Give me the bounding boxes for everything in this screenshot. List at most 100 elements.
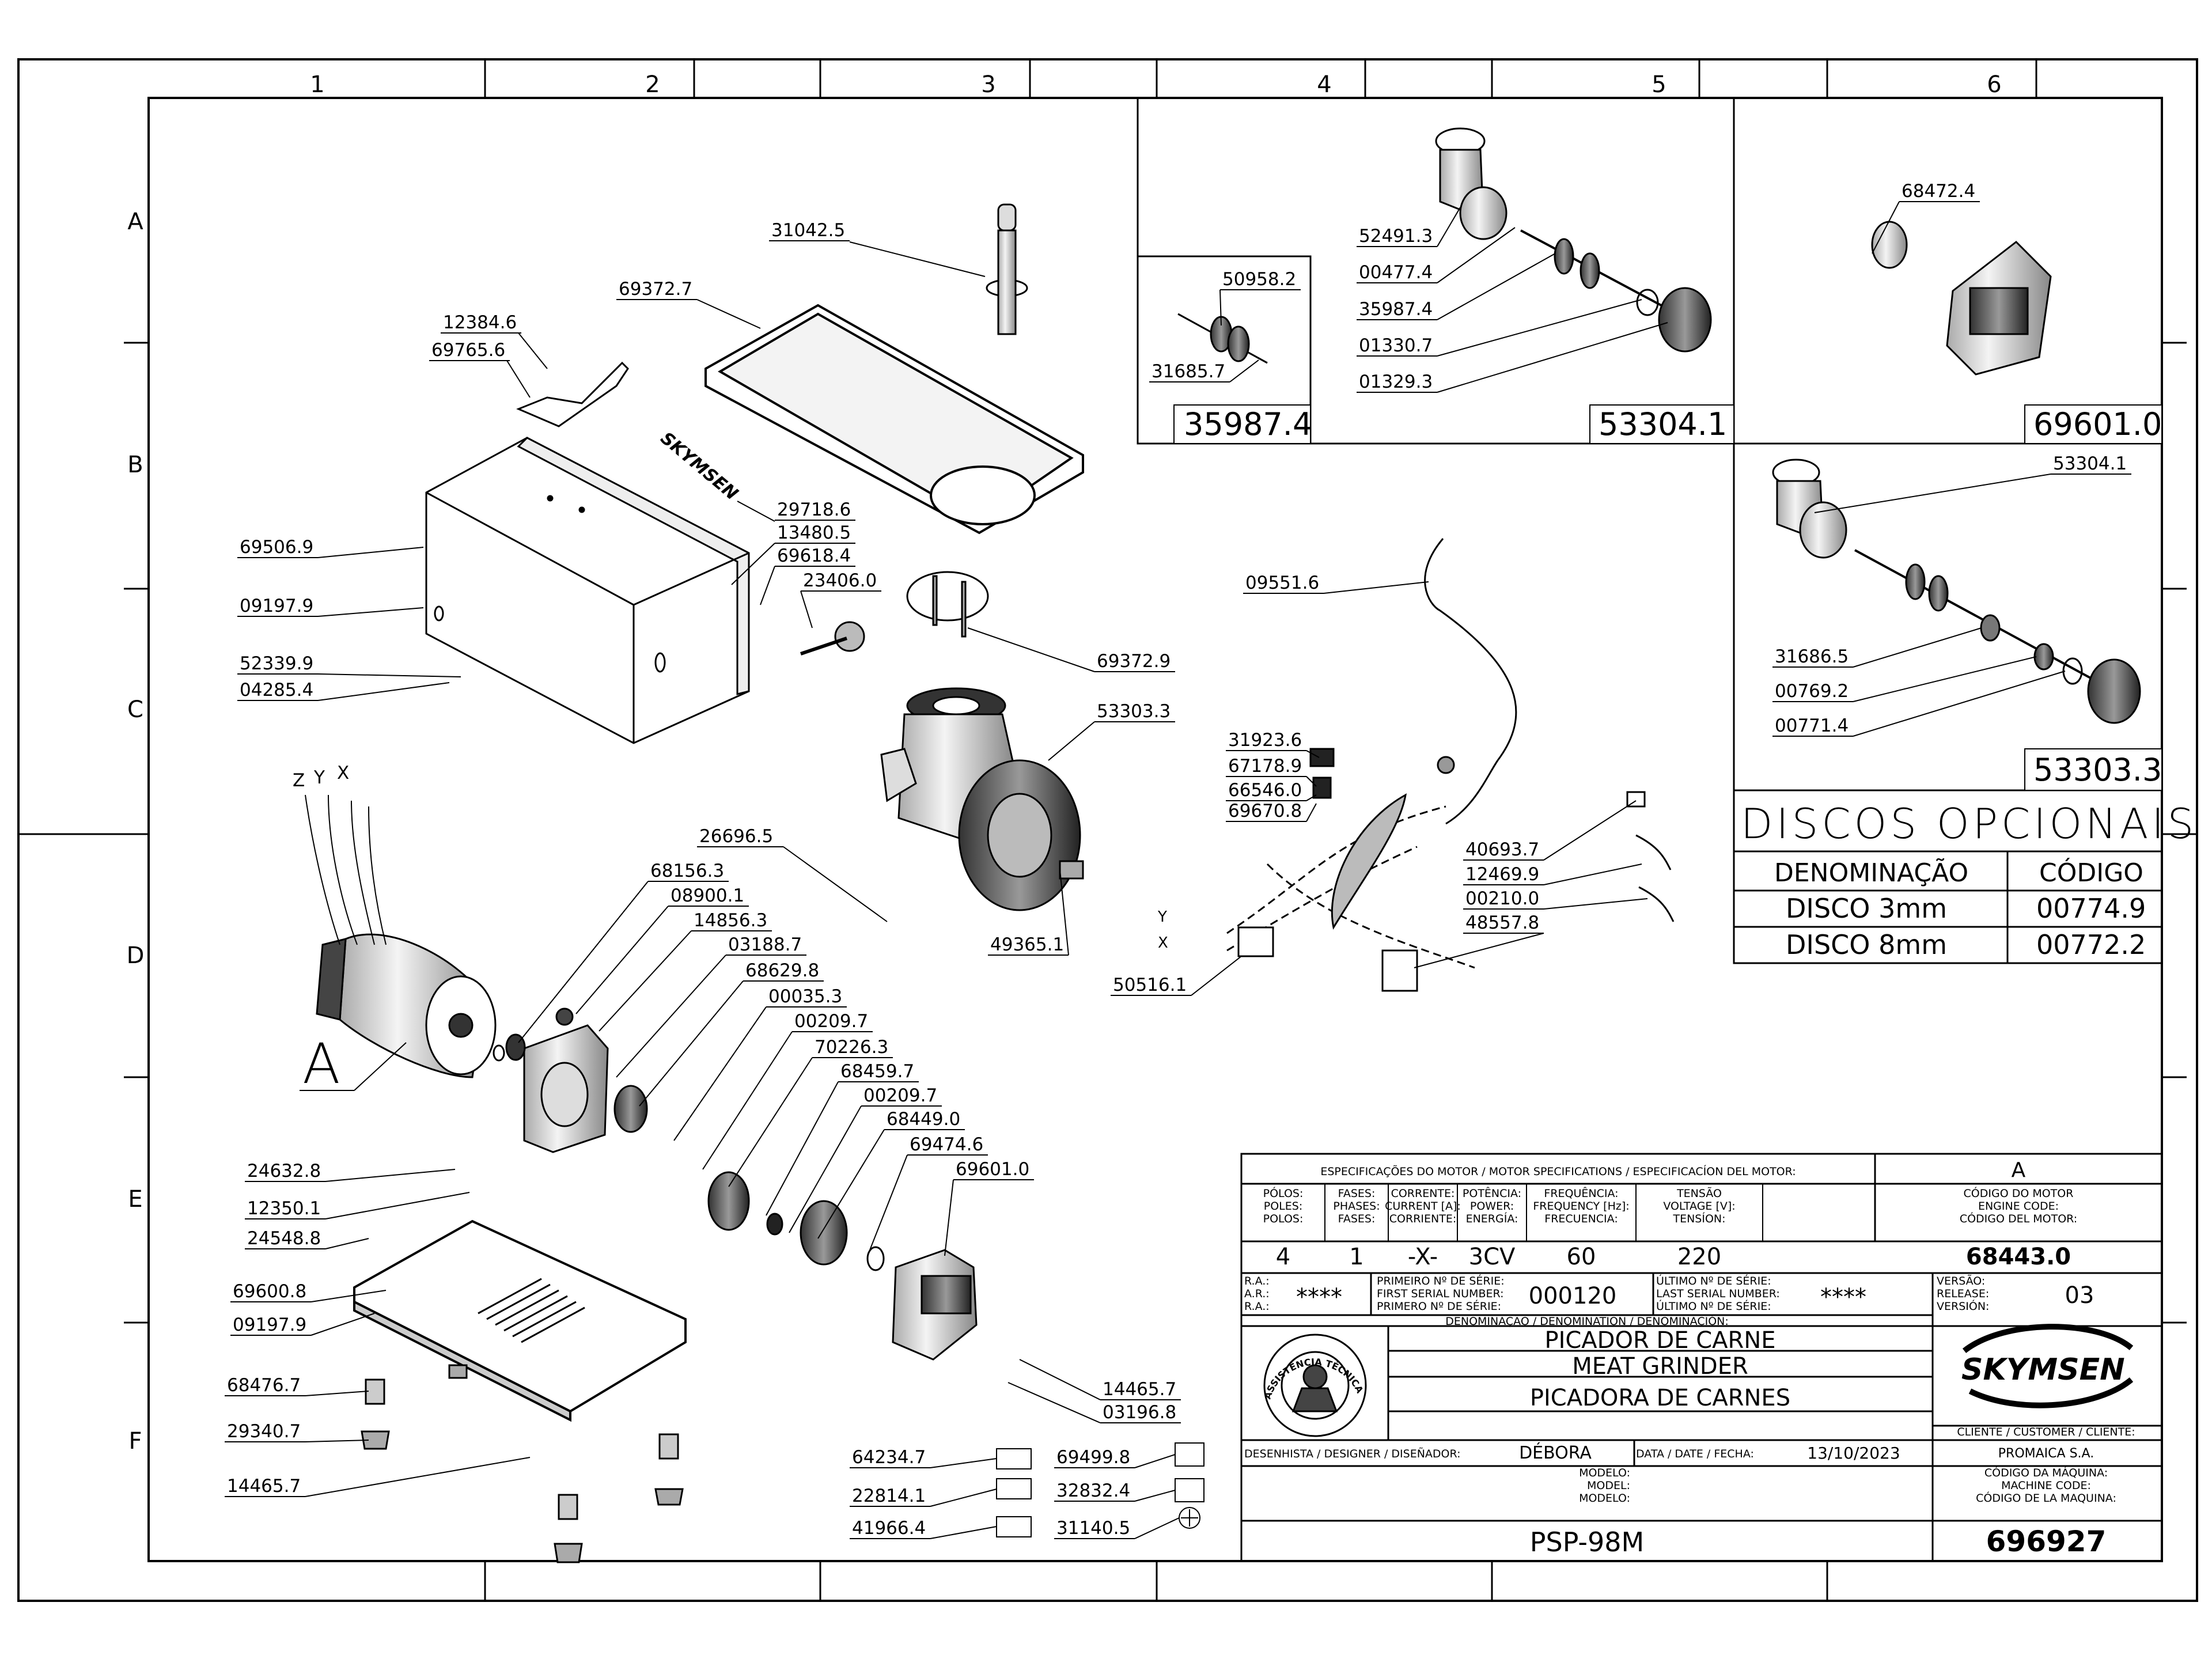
part-callout: 00769.2 [1772,656,2037,702]
part-callout: 68472.4 [1872,181,1980,254]
callout-label: 00210.0 [1465,888,1539,909]
ra-label: A.R.: [1244,1287,1270,1300]
spec-header: POLOS: [1263,1213,1304,1225]
callout-label: 26696.5 [699,826,773,847]
part-callout: 13480.5 [731,522,855,585]
grid-column-label: 1 [310,71,324,98]
spec-header: VOLTAGE [V]: [1663,1200,1735,1213]
spec-header: TENSÍON: [1672,1212,1725,1225]
grid-row-label: B [127,452,143,478]
spec-value: 60 [1567,1244,1596,1270]
part-callout: 41966.4 [850,1518,997,1539]
svg-text:A: A [302,1032,340,1096]
svg-text:53304.1: 53304.1 [1599,406,1727,442]
base-plate-drawing [353,1219,687,1422]
part-callout: 66546.0 [1226,780,1317,801]
discs-title: DISCOS OPCIONAIS [1741,800,2197,848]
part-callout: 31923.6 [1226,730,1320,758]
spec-header: TENSÃO [1676,1187,1722,1200]
callout-label: 48557.8 [1465,912,1539,933]
callout-label: 14465.7 [227,1476,301,1497]
skymsen-logo: SKYMSEN [1961,1324,2134,1408]
callout-label: 22814.1 [852,1486,926,1506]
callout-label: 14465.7 [1103,1379,1176,1400]
callout-label: 08900.1 [671,885,744,906]
spec-header: PÓLOS: [1263,1186,1304,1200]
part-callout: 00035.3 [673,986,847,1141]
part-callout: 12384.6 [441,312,548,369]
motor-housing-drawing [425,437,750,744]
motor-letter: A [2012,1158,2026,1182]
svg-text:SKYMSEN: SKYMSEN [1961,1353,2125,1387]
spec-header: FREQUÊNCIA: [1544,1187,1618,1200]
bracket-drawing [516,361,629,427]
spec-header: PHASES: [1333,1200,1380,1213]
product-name: MEAT GRINDER [1572,1353,1748,1380]
spec-value: 3CV [1469,1244,1516,1270]
svg-text:69601.0: 69601.0 [2033,406,2162,442]
callout-label: 69474.6 [910,1134,983,1155]
labels-stickers-drawing [996,1442,1205,1537]
part-callout: 70226.3 [728,1037,893,1187]
svg-text:35987.4: 35987.4 [1184,406,1312,442]
callout-label: 67178.9 [1228,756,1302,777]
grid-column-label: 2 [645,71,660,98]
version: 03 [2065,1282,2094,1309]
last-serial-label: ÚLTIMO Nº DE SÉRIE: [1656,1274,1771,1287]
flange-drawing [892,1249,978,1361]
callout-label: 00035.3 [768,986,842,1007]
part-callout: 68459.7 [766,1061,919,1216]
callout-label: 68476.7 [227,1375,301,1396]
spec-value: -X- [1408,1244,1438,1270]
callout-label: 52491.3 [1359,226,1433,247]
part-callout: 49365.1 [988,869,1069,956]
part-callout: 69618.4 [760,546,855,605]
part-callout: 12350.1 [245,1192,470,1219]
part-callouts: 31042.569372.712384.669765.669506.909197… [225,181,2131,1539]
grid-column-label: 5 [1652,71,1666,98]
part-callout: 03196.8 [1007,1382,1181,1423]
callout-label: 70226.3 [815,1037,888,1058]
grid-row-label: C [127,696,143,723]
date-label: DATA / DATE / FECHA: [1636,1448,1754,1460]
callout-label: 69499.8 [1056,1447,1130,1468]
last-serial: **** [1820,1284,1866,1310]
callout-label: 41966.4 [852,1518,926,1539]
optional-discs-table: DISCOS OPCIONAIS DENOMINAÇÃO CÓDIGO DISC… [1741,800,2197,960]
detail-53304-drawing [1435,127,1712,353]
callout-label: 53304.1 [2053,453,2127,474]
callout-label: 29718.6 [777,499,851,520]
callout-label: 68449.0 [887,1109,960,1130]
spec-value: 220 [1677,1244,1721,1270]
part-callout: 69765.6 [429,340,531,398]
part-callout: 68629.8 [639,960,824,1107]
callout-label: 00771.4 [1775,715,1849,736]
callout-label: 12384.6 [443,312,517,333]
first-serial: 000120 [1529,1283,1617,1309]
callout-label: 69372.7 [619,279,692,300]
callout-label: 69372.9 [1097,651,1171,672]
part-callout: 00771.4 [1772,671,2066,737]
detail-marker-a: A [302,1032,340,1096]
callout-label: 01329.3 [1359,372,1433,392]
callout-label: 69600.8 [233,1281,306,1302]
part-callout: 68449.0 [817,1109,965,1239]
ra-label: R.A.: [1244,1300,1270,1313]
spec-value: 4 [1276,1244,1290,1270]
assembly-code-text: 35987.4 53304.1 69601.0 53303.3 [1184,406,2162,788]
part-callout: 31685.7 [1149,359,1259,382]
part-callout: 22814.1 [850,1486,997,1507]
part-callout: 14465.7 [1019,1359,1181,1400]
part-callout: 24632.8 [245,1161,456,1182]
callout-label: 50516.1 [1113,975,1187,995]
part-callout: 24548.8 [245,1228,369,1249]
callout-label: 09197.9 [240,596,313,616]
part-callout: 69506.9 [237,537,424,558]
callout-label: 00477.4 [1359,262,1433,283]
part-callout: 01329.3 [1357,322,1668,393]
spec-header: FREQUENCY [Hz]: [1533,1200,1629,1213]
callout-label: 24632.8 [247,1161,321,1181]
last-serial-label: ÚLTIMO Nº DE SÉRIE: [1656,1299,1771,1313]
spec-header: ENGINE CODE: [1978,1200,2059,1213]
